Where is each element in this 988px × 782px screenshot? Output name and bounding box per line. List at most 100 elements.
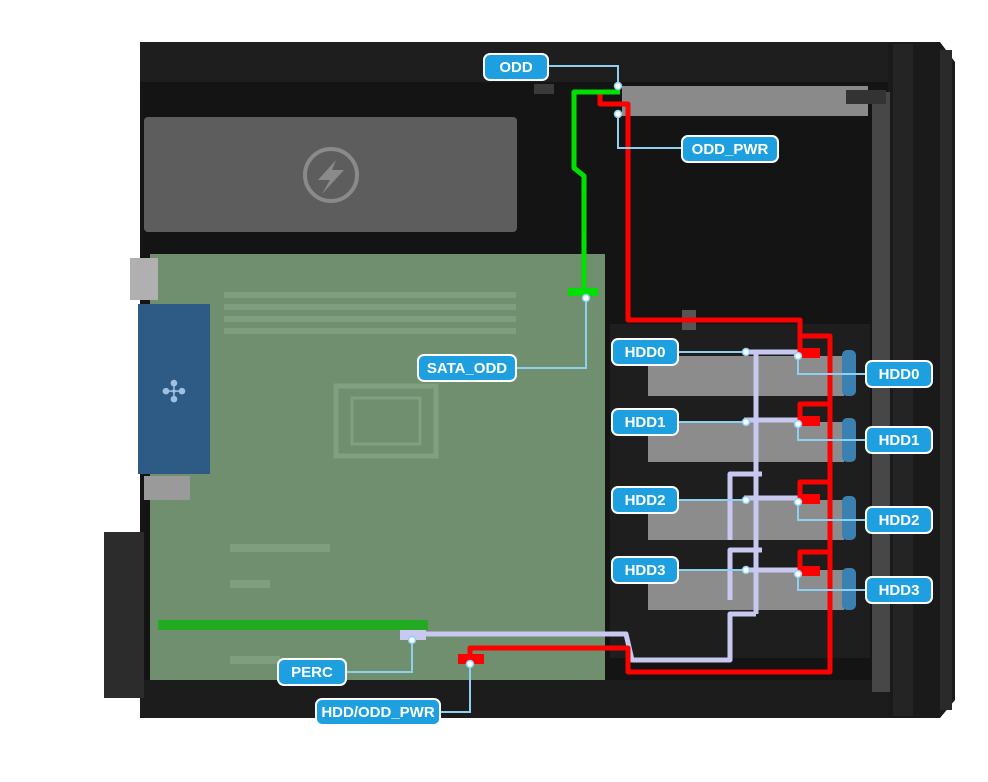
chassis-bottom-strip: [140, 680, 892, 718]
hdd-odd-pwr-dot: [465, 659, 475, 669]
fan-body: [138, 304, 210, 474]
fan-icon: ✣: [161, 375, 186, 410]
hdd1-power-branch: [797, 401, 830, 420]
callout-hdd2-left-label: HDD2: [625, 492, 666, 509]
odd-pwr-dot: [613, 109, 623, 119]
callout-hdd2-left: HDD2: [611, 486, 679, 514]
hdd1-power-connector: [798, 416, 820, 426]
callout-hdd3-right: HDD3: [865, 576, 933, 604]
hdd3-power-connector: [798, 566, 820, 576]
hdd2-power-connector: [798, 494, 820, 504]
callout-odd: ODD: [483, 53, 549, 81]
hdd1-bay: [648, 422, 844, 462]
hdd2-left-dot: [741, 495, 751, 505]
cpu-socket-inner: [350, 396, 422, 446]
hdd0-left-dot: [741, 347, 751, 357]
hdd0-power-connector: [798, 348, 820, 358]
callout-hdd3-left: HDD3: [611, 556, 679, 584]
dimm-slot-1: [224, 292, 516, 298]
odd-pwr-leader: [617, 114, 682, 149]
sata-odd-leader: [516, 298, 587, 369]
callout-leaders: [346, 65, 866, 713]
hdd2-right-leader: [797, 502, 866, 521]
hdd1-left-dot: [741, 417, 751, 427]
callout-hdd3-left-label: HDD3: [625, 562, 666, 579]
odd-leader: [548, 65, 619, 86]
cpu-socket: [333, 383, 439, 459]
dimm-slot-2: [224, 304, 516, 310]
callout-hdd1-left: HDD1: [611, 408, 679, 436]
hdd3-right-dot: [793, 569, 803, 579]
callout-perc: PERC: [277, 658, 347, 686]
lightning-icon: [318, 160, 344, 194]
hdd1-right-leader: [797, 424, 866, 441]
callout-odd-pwr-label: ODD_PWR: [692, 141, 769, 158]
callout-hdd0-left-label: HDD0: [625, 344, 666, 361]
leader-dots: [407, 81, 803, 669]
hdd2-right-dot: [793, 497, 803, 507]
odd-body: [622, 86, 868, 116]
odd-latch: [534, 84, 554, 94]
callout-odd-label: ODD: [499, 59, 533, 76]
rear-io-bracket: [104, 532, 144, 698]
sas-cables: [400, 349, 798, 663]
optical-drive: [534, 84, 886, 116]
callout-hdd3-right-label: HDD3: [879, 582, 920, 599]
callout-hdd0-right: HDD0: [865, 360, 933, 388]
callout-hdd1-right: HDD1: [865, 426, 933, 454]
fan-module: ✣: [130, 258, 210, 500]
callout-sata-odd-label: SATA_ODD: [427, 360, 507, 377]
front-bezel-inner: [872, 92, 890, 692]
odd-dot: [613, 81, 623, 91]
callout-sata-odd: SATA_ODD: [417, 354, 517, 382]
sata-odd-cable-path: [571, 89, 620, 290]
hdd3-right-leader: [797, 574, 866, 591]
rear-connector-top: [130, 258, 158, 300]
callout-odd-pwr: ODD_PWR: [681, 135, 779, 163]
sata-odd-dot: [581, 293, 591, 303]
motherboard-pcb: [150, 254, 605, 680]
hdd0-bay: [648, 356, 844, 396]
power-cables: [467, 89, 833, 675]
hdd3-left-dot: [741, 565, 751, 575]
board-chip-2: [230, 580, 270, 588]
sas-cable-branch-1: [727, 547, 762, 600]
hdd0-right-leader: [797, 356, 866, 375]
callout-hdd0-right-label: HDD0: [879, 366, 920, 383]
hdd-odd-pwr-leader: [440, 664, 471, 713]
hdd0-right-dot: [793, 351, 803, 361]
callout-hdd2-right: HDD2: [865, 506, 933, 534]
callout-hdd0-left: HDD0: [611, 338, 679, 366]
psu-logo-ring: [303, 147, 359, 203]
power-supply: [144, 117, 517, 266]
callout-hdd-odd-pwr-label: HDD/ODD_PWR: [321, 704, 435, 721]
sas-cable-main: [400, 611, 756, 663]
front-bezel-edge: [940, 50, 952, 710]
board-chip-1: [230, 544, 330, 552]
callout-hdd1-left-label: HDD1: [625, 414, 666, 431]
perc-dot: [407, 635, 417, 645]
hdd2-power-branch: [797, 479, 830, 498]
dimm-slot-3: [224, 316, 516, 322]
sata-odd-cable: [571, 89, 620, 290]
board-chip-3: [230, 656, 280, 664]
dimm-slot-4: [224, 328, 516, 334]
perc-leader: [346, 640, 413, 673]
callout-hdd1-right-label: HDD1: [879, 432, 920, 449]
callout-perc-label: PERC: [291, 664, 333, 681]
perc-connector: [400, 630, 426, 640]
callouts: ODD ODD_PWR SATA_ODD HDD0 HDD1 HDD2 HDD3: [277, 53, 933, 726]
sata-odd-header: [568, 288, 598, 296]
callout-hdd-odd-pwr: HDD/ODD_PWR: [315, 698, 441, 726]
hdd1-right-dot: [793, 419, 803, 429]
pci-slot: [158, 620, 428, 630]
hdd2-tab: [842, 496, 856, 540]
callout-hdd2-right-label: HDD2: [879, 512, 920, 529]
motherboard: [150, 254, 605, 680]
rear-connector-bottom: [144, 476, 190, 500]
sas-cable-branch-2: [727, 471, 762, 540]
odd-bracket: [846, 90, 886, 104]
hdd3-power-branch: [797, 549, 830, 570]
